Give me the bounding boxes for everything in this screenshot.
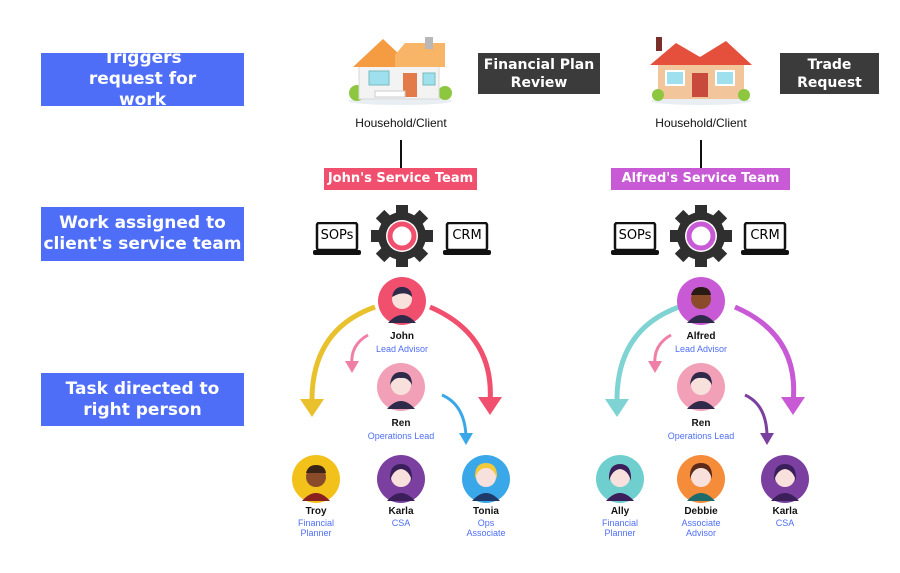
troy-name: Troy <box>305 506 327 517</box>
karla-avatar-right <box>761 455 809 503</box>
ren-avatar-right <box>677 363 725 411</box>
sops-label: SOPs <box>320 228 354 243</box>
crm-laptop-icon <box>443 222 491 255</box>
house-icon <box>348 37 452 105</box>
trade-request-tag: Trade Request <box>780 53 879 94</box>
arrow-teal <box>614 304 680 406</box>
karla-role-left: CSA <box>391 518 411 528</box>
household-caption-left: Household/Client <box>355 116 447 130</box>
john-name: John <box>390 331 414 342</box>
sops-laptop-icon-right <box>611 222 659 255</box>
left-arrows <box>300 304 502 445</box>
ren-role-right: Operations Lead <box>667 431 735 441</box>
john-avatar <box>378 277 426 325</box>
household-connector-right <box>700 140 702 170</box>
crm-label-right: CRM <box>750 228 780 243</box>
ren-name-left: Ren <box>391 418 411 429</box>
karla-name-right: Karla <box>772 506 798 517</box>
assigned-label: Work assigned to client's service team <box>41 207 244 261</box>
house-icon-right <box>650 37 752 105</box>
tonia-role: Ops Associate <box>466 518 506 538</box>
ally-avatar <box>596 455 644 503</box>
tonia-avatar <box>462 455 510 503</box>
arrow-dark-purple <box>744 393 769 438</box>
arrow-red <box>429 304 493 404</box>
sops-laptop-icon <box>313 222 361 255</box>
crm-laptop-icon-right <box>741 222 789 255</box>
arrow-purple <box>734 304 797 404</box>
triggers-label: Triggers request for work <box>41 48 244 110</box>
ally-name: Ally <box>610 506 630 517</box>
arrow-yellow <box>309 304 376 406</box>
karla-name-left: Karla <box>388 506 414 517</box>
household-caption-right: Household/Client <box>655 116 747 130</box>
crm-label: CRM <box>452 228 482 243</box>
debbie-name: Debbie <box>684 506 718 517</box>
debbie-avatar <box>677 455 725 503</box>
alfred-avatar <box>677 277 725 325</box>
household-connector-left <box>400 140 402 170</box>
debbie-role: Associate Advisor <box>681 518 721 538</box>
ally-role: Financial Planner <box>601 518 639 538</box>
ren-avatar-left <box>377 363 425 411</box>
financial-plan-review-tag: Financial Plan Review <box>478 53 600 94</box>
gear-icon-right <box>670 205 732 267</box>
john-role: Lead Advisor <box>375 344 429 354</box>
karla-avatar-left <box>377 455 425 503</box>
johns-team-tag: John's Service Team <box>324 168 477 190</box>
arrow-blue <box>441 393 468 438</box>
troy-avatar <box>292 455 340 503</box>
ren-role-left: Operations Lead <box>367 431 435 441</box>
gear-icon <box>371 205 433 267</box>
alfred-role: Lead Advisor <box>674 344 728 354</box>
troy-role: Financial Planner <box>297 518 335 538</box>
karla-role-right: CSA <box>775 518 795 528</box>
alfred-name: Alfred <box>686 331 716 342</box>
ren-name-right: Ren <box>691 418 711 429</box>
tonia-name: Tonia <box>473 506 499 517</box>
sops-label-right: SOPs <box>618 228 652 243</box>
directed-label: Task directed to right person <box>41 373 244 426</box>
alfreds-team-tag: Alfred's Service Team <box>611 168 790 190</box>
right-arrows <box>605 304 805 445</box>
